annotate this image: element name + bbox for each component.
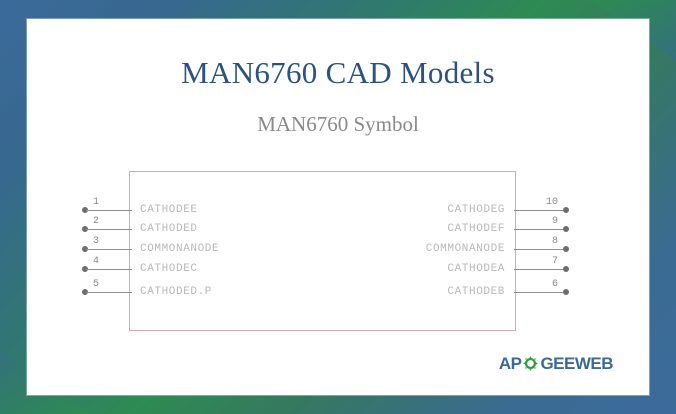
content-card: MAN6760 CAD Models MAN6760 Symbol AP GEE… xyxy=(27,19,649,395)
logo-text-left: AP xyxy=(498,353,522,373)
logo-text-right: GEEWEB xyxy=(540,353,613,373)
apogeeweb-logo: AP GEEWEB xyxy=(498,353,614,373)
page-title: MAN6760 CAD Models xyxy=(181,55,495,90)
gear-icon xyxy=(522,355,539,372)
page-subtitle: MAN6760 Symbol xyxy=(257,112,419,136)
